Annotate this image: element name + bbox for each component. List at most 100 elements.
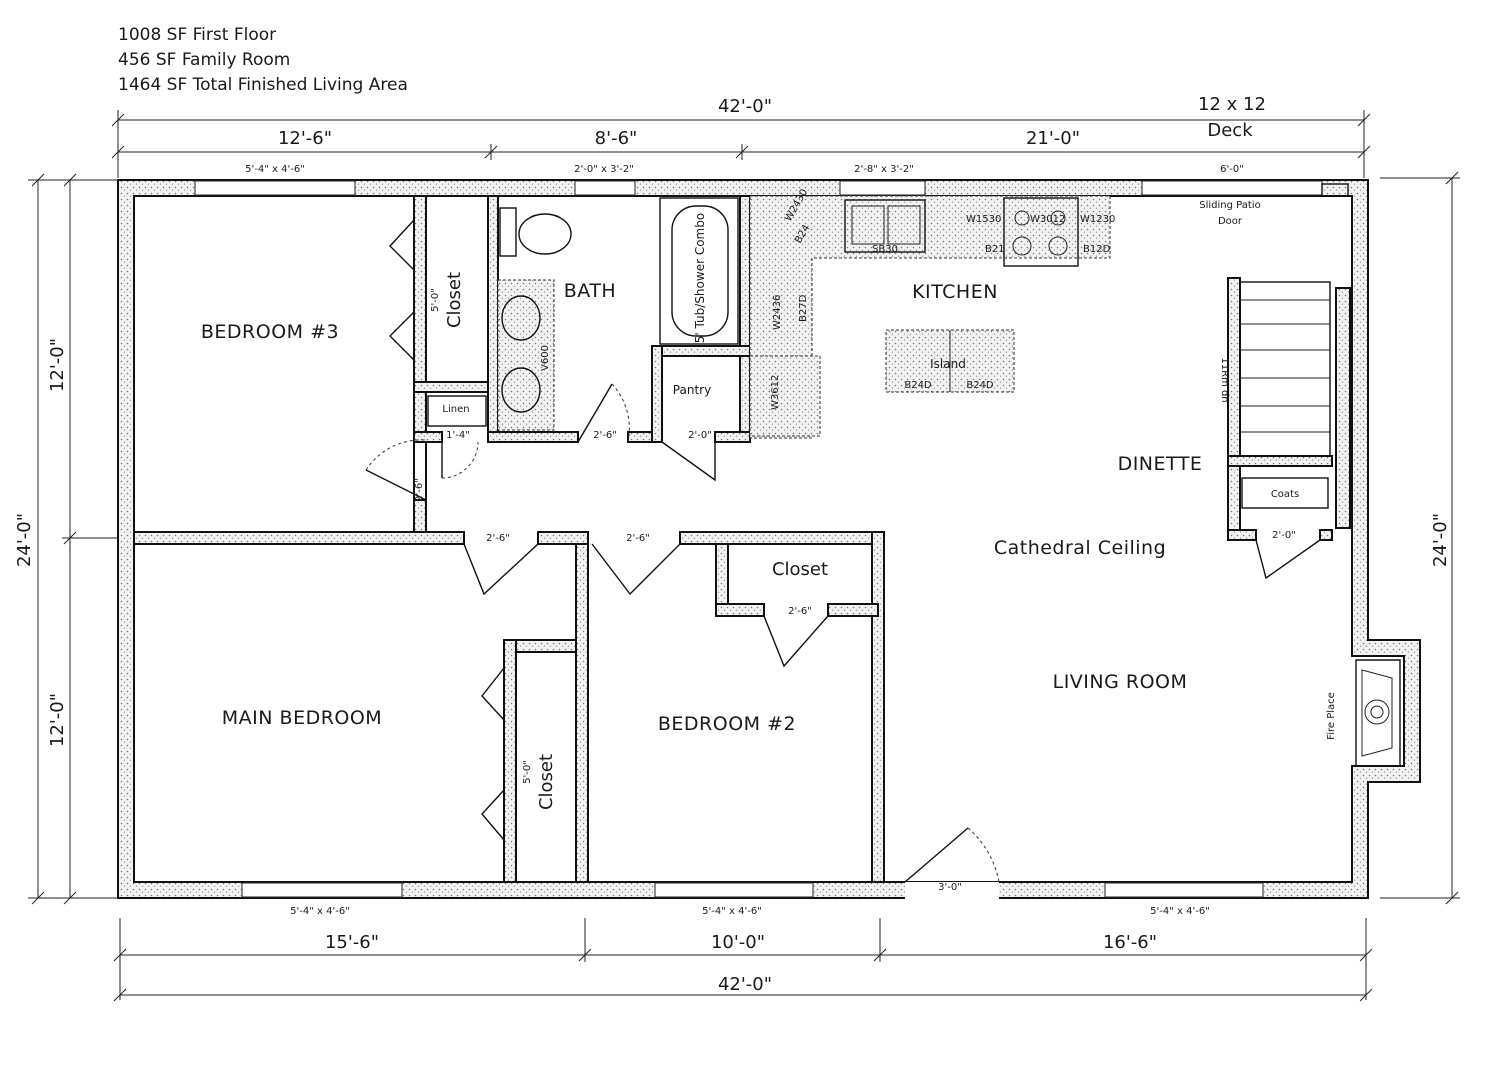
closet-bedroom3-label: Closet [444,272,465,328]
top-dim-segment-3: 21'-0" [1026,128,1080,149]
door-bedroom2 [591,543,681,596]
closet-bifold-bed3-bottom [389,311,415,361]
sliding-door-label: Sliding Patio [1199,200,1260,211]
fixtures: V600 5' Tub/Shower Combo W1530 W3012 W12… [497,183,1401,767]
right-dimensions: 24'-0" [1380,171,1460,905]
linen-label: Linen [442,404,469,415]
sliding-door-label-2: Door [1218,216,1243,227]
exterior-walls [117,179,1421,899]
door-bedroom3 [365,469,427,501]
door-closet2-dim: 2'-6" [788,606,812,617]
left-overall-dim: 24'-0" [14,513,35,567]
window-top-kitchen [839,180,926,196]
window-top-2: 2'-0" x 3'-2" [574,164,634,175]
closet-main-label: Closet [536,754,557,810]
window-bottom-living [1104,882,1264,898]
summary-total-area: 1464 SF Total Finished Living Area [118,75,408,95]
room-kitchen: KITCHEN [912,281,998,303]
cab-w2436: W2436 [772,295,783,330]
stairs: 11Rm dn [1219,281,1331,457]
tub-outline [659,197,739,345]
cab-w3612: W3612 [770,375,781,410]
room-labels: BEDROOM #3 BATH KITCHEN DINETTE Cathedra… [201,280,1203,735]
window-bottom-3: 5'-4" x 4'-6" [1150,906,1210,917]
kitchen-tall-cabinet [749,355,821,437]
area-summary: 1008 SF First Floor 456 SF Family Room 1… [118,25,408,95]
summary-first-floor: 1008 SF First Floor [118,25,276,45]
window-bottom-2: 5'-4" x 4'-6" [702,906,762,917]
left-dim-upper: 12'-0" [47,338,68,392]
door-pantry [661,441,716,482]
top-dimensions: 42'-0" 12'-6" 8'-6" 21'-0" 12 x 12 Deck … [111,94,1371,178]
coats-closet-shelf [1241,477,1329,509]
door-bed3-dim: 2'-6" [414,478,425,502]
window-top-3: 2'-8" x 3'-2" [854,164,914,175]
deck-label: Deck [1207,120,1253,141]
window-top-4: 6'-0" [1220,164,1244,175]
door-hall-right-dim: 2'-6" [626,533,650,544]
left-dimensions: 24'-0" 12'-0" 12'-0" [14,173,118,905]
toilet-icon [518,213,572,255]
sliding-patio-door-opening [1141,180,1323,196]
room-main-bedroom: MAIN BEDROOM [222,707,382,729]
window-top-bedroom3 [194,180,356,196]
door-pantry-dim: 2'-0" [688,430,712,441]
exterior-wall-band [117,179,1421,899]
room-bath: BATH [564,280,616,302]
island-cab-b: B24D [966,380,994,391]
cab-b21: B21 [985,244,1005,255]
window-bottom-main-bedroom [241,882,403,898]
room-dinette: DINETTE [1118,453,1203,475]
bottom-dim-segment-1: 15'-6" [325,932,379,953]
closet-main-size: 5'-0" [522,760,533,784]
window-top-1: 5'-4" x 4'-6" [245,164,305,175]
cathedral-ceiling-note: Cathedral Ceiling [994,537,1166,559]
closet-bedroom3-size: 5'-0" [430,288,441,312]
door-closet-bed2 [763,615,829,668]
cab-b12d: B12D [1083,244,1111,255]
right-overall-dim: 24'-0" [1430,513,1451,567]
bottom-dim-segment-3: 16'-6" [1103,932,1157,953]
bathtub-icon [671,205,729,337]
kitchen-sink-icon [844,199,926,253]
door-coats [1255,539,1321,580]
room-bedroom-2: BEDROOM #2 [658,713,796,735]
doors: 2'-6" Linen 1'-4" 2'-6" 2'-0" 2'-6" 2'-6… [365,219,1321,893]
closet-labels: Closet 5'-0" Closet 5'-0" Closet Pantry [430,272,828,810]
door-main-bedroom [463,543,539,596]
summary-family-room: 456 SF Family Room [118,50,290,70]
bottom-dim-segment-2: 10'-0" [711,932,765,953]
stairs-label: 11Rm dn [1219,357,1230,402]
sink-lower-icon [501,367,541,413]
door-coats-dim: 2'-0" [1272,530,1296,541]
front-door-opening [905,882,999,899]
fireplace-icon [1364,699,1390,725]
closet-bifold-main-top [481,667,505,721]
fireplace-outline [1355,659,1401,767]
cab-w3012: W3012 [1030,214,1065,225]
window-bottom-bedroom2 [654,882,814,898]
interior-walls [133,195,1351,883]
coats-label: Coats [1271,489,1299,500]
toilet-tank [499,207,517,257]
range-icon [1003,197,1079,267]
sink-upper-icon [501,295,541,341]
tub-label: 5' Tub/Shower Combo [693,213,707,343]
fireplace-label: Fire Place [1326,692,1337,740]
window-top-bath [574,180,636,196]
deck-size: 12 x 12 [1198,94,1266,115]
linen-closet-box [427,395,487,427]
cab-b27d: B27D [798,294,809,322]
door-bath [577,383,613,443]
room-living-room: LIVING ROOM [1053,671,1188,693]
cab-sb30: SB30 [872,244,898,255]
cab-w1230: W1230 [1080,214,1115,225]
pantry-label: Pantry [673,383,711,397]
vanity-label: V600 [540,345,551,371]
window-bottom-1: 5'-4" x 4'-6" [290,906,350,917]
room-bedroom-3: BEDROOM #3 [201,321,339,343]
door-bath-dim: 2'-6" [593,430,617,441]
kitchen-counter [749,195,1111,439]
closet-bifold-main-bottom [481,789,505,841]
bottom-dimensions: 5'-4" x 4'-6" 5'-4" x 4'-6" 5'-4" x 4'-6… [113,906,1373,1002]
